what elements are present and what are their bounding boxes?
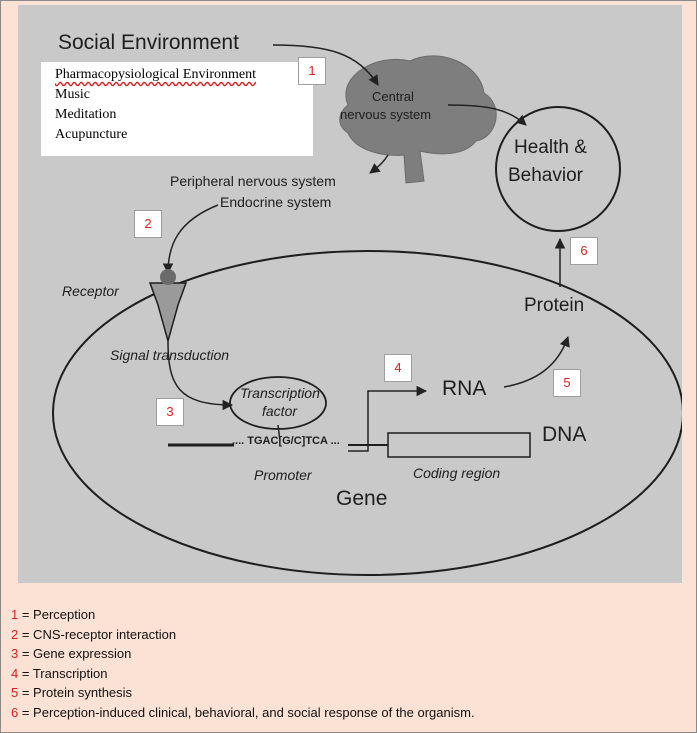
tf-label-1: Transcription <box>240 385 320 401</box>
legend: 1 = Perception 2 = CNS-receptor interact… <box>11 607 475 725</box>
step-number-2: 2 <box>134 210 162 238</box>
coding-region-box <box>387 432 531 458</box>
inset-line-1: Pharmacopysiological Environment <box>55 67 257 82</box>
cns-label-2: nervous system <box>340 107 432 122</box>
arrow-pns-to-receptor <box>162 204 219 275</box>
dna-sequence: .... TGAC[G/C]TCA ... <box>232 435 340 447</box>
arrow-rna-to-protein <box>503 336 570 388</box>
legend-row: 4 = Transcription <box>11 666 475 686</box>
inset-line-4: Acupuncture <box>55 127 128 142</box>
legend-row: 6 = Perception-induced clinical, behavio… <box>11 705 475 725</box>
arrow-signal-to-tf <box>167 340 234 411</box>
legend-text: = Transcription <box>18 665 108 681</box>
legend-number: 4 <box>11 665 19 681</box>
promoter-label: Promoter <box>254 467 312 483</box>
arrow-gene-to-rna <box>348 385 428 452</box>
gene-label: Gene <box>336 487 388 510</box>
rna-label: RNA <box>442 377 487 400</box>
protein-label: Protein <box>524 295 585 316</box>
legend-number: 2 <box>11 626 19 642</box>
step-number-1: 1 <box>298 57 326 85</box>
legend-number: 1 <box>11 607 19 622</box>
diagram-photo: Social Environment Pharmacopysiological … <box>18 5 682 583</box>
brain-shape <box>339 55 497 184</box>
cns-label-1: Central <box>372 89 414 104</box>
legend-row: 1 = Perception <box>11 607 475 627</box>
legend-text: = Protein synthesis <box>18 685 133 701</box>
legend-text: = Gene expression <box>18 646 132 662</box>
legend-text: = Perception <box>18 607 96 622</box>
cell-outline <box>52 250 682 576</box>
receptor-ligand <box>160 269 176 285</box>
health-behavior-circle <box>495 106 621 232</box>
receptor-shape <box>148 282 188 344</box>
inset-text-box: Pharmacopysiological Environment Music M… <box>41 62 313 156</box>
legend-number: 6 <box>11 704 19 720</box>
step-number-4: 4 <box>384 354 412 382</box>
social-environment-label: Social Environment <box>58 31 239 54</box>
step-number-3: 3 <box>156 398 184 426</box>
inset-line-3: Meditation <box>55 107 117 122</box>
receptor-label: Receptor <box>62 283 119 299</box>
legend-number: 5 <box>11 685 19 701</box>
endocrine-label: Endocrine system <box>220 194 332 210</box>
signal-transduction-label: Signal transduction <box>110 347 230 363</box>
legend-text: = CNS-receptor interaction <box>18 626 177 642</box>
coding-region-label: Coding region <box>413 465 501 481</box>
step-number-6: 6 <box>570 237 598 265</box>
arrow-cns-to-health <box>447 104 527 126</box>
legend-text: = Perception-induced clinical, behaviora… <box>18 704 475 720</box>
legend-row: 2 = CNS-receptor interaction <box>11 627 475 647</box>
arrow-cns-to-pns <box>369 154 389 174</box>
peripheral-label: Peripheral nervous system <box>170 173 336 189</box>
diagram-drawing <box>52 44 682 576</box>
arrow-tf-to-gene <box>277 424 281 442</box>
dna-label: DNA <box>542 423 587 446</box>
legend-row: 5 = Protein synthesis <box>11 685 475 705</box>
health-label-1: Health & <box>514 137 587 158</box>
transcription-factor-oval <box>229 376 327 430</box>
legend-row: 3 = Gene expression <box>11 646 475 666</box>
arrow-social-to-cns <box>272 44 379 86</box>
inset-line-2: Music <box>55 87 90 102</box>
tf-label-2: factor <box>262 403 298 419</box>
health-label-2: Behavior <box>508 165 583 186</box>
step-number-5: 5 <box>553 369 581 397</box>
legend-number: 3 <box>11 646 19 662</box>
